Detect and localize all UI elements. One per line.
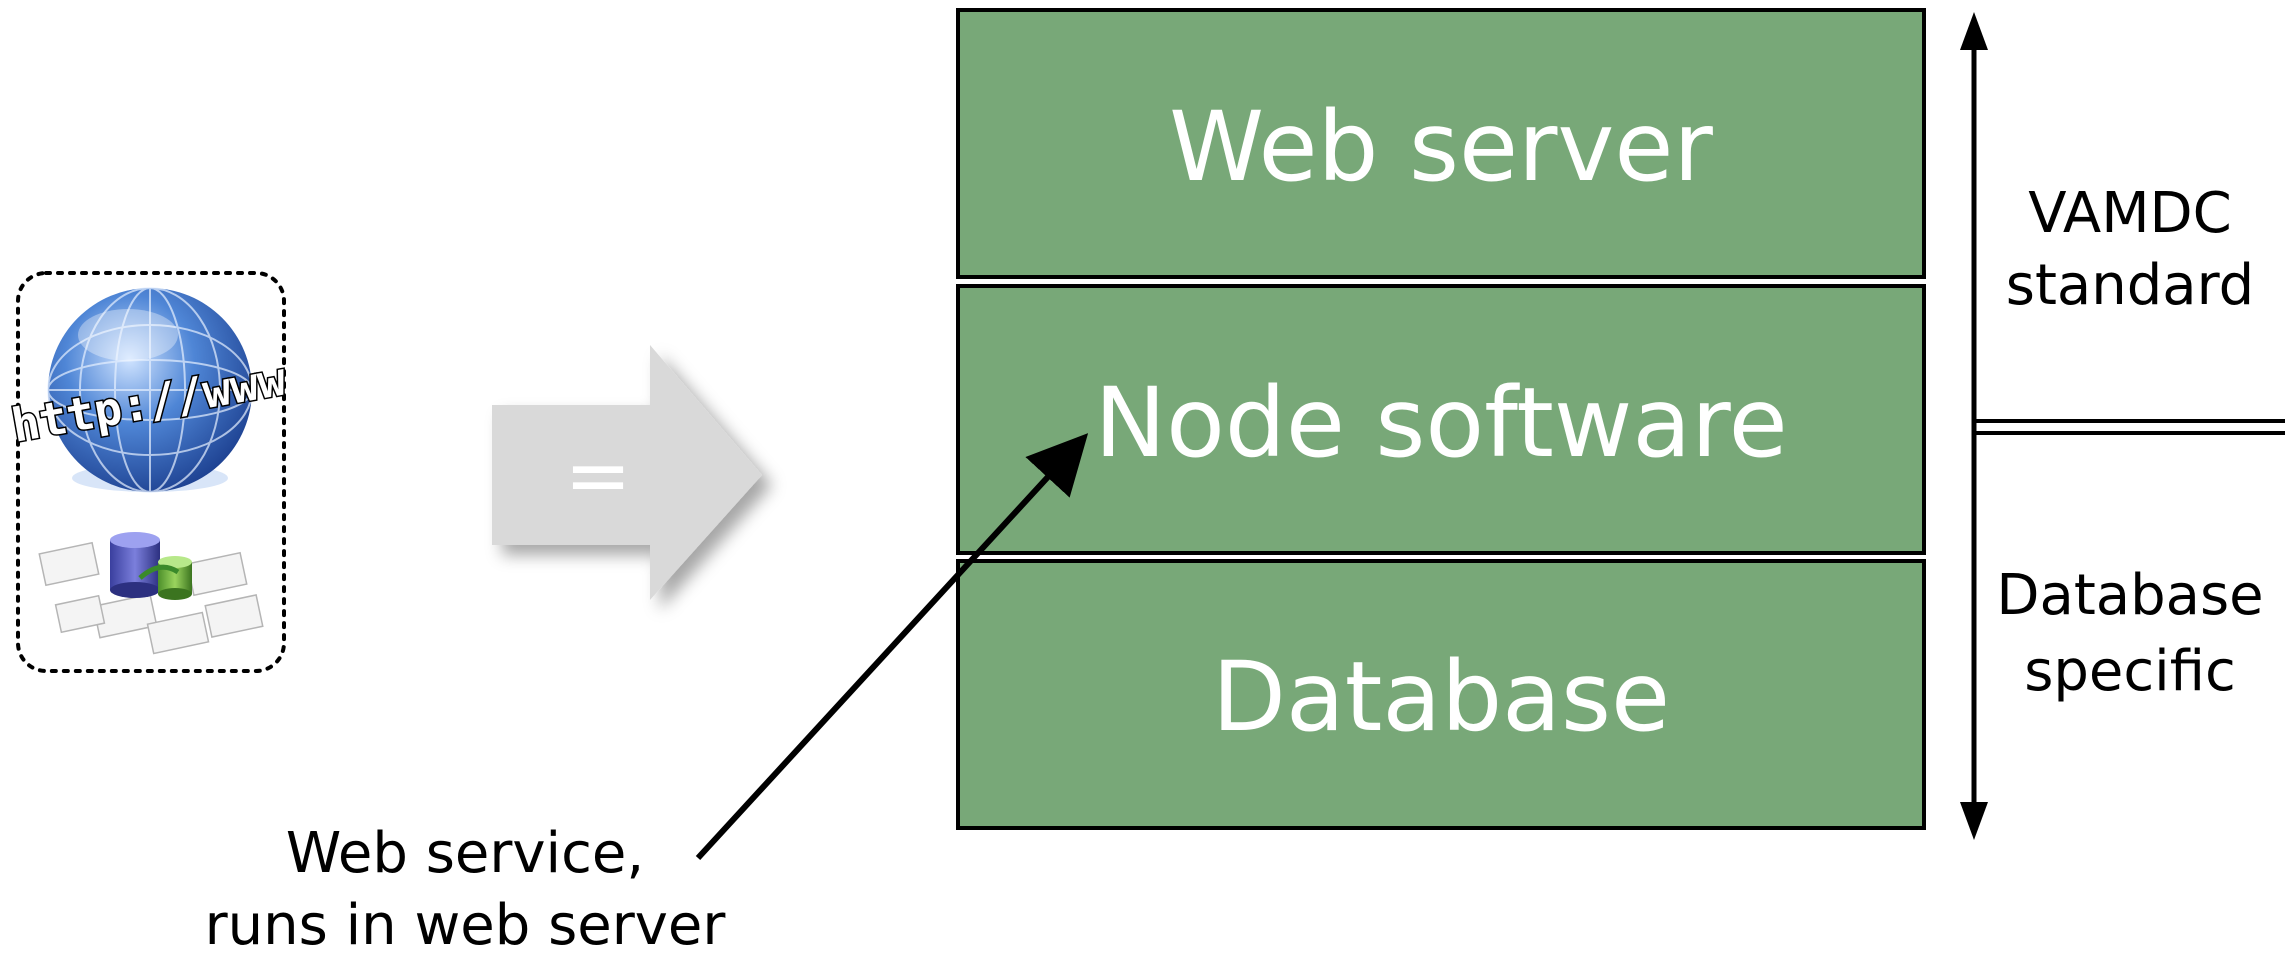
layer-node-software-box [956,284,1926,555]
side-label-upper-line2: standard [2006,253,2254,318]
equals-symbol: = [564,429,631,522]
scope-axis: VAMDC standard Database specific [1960,12,2285,840]
web-service-icon-group: http://www [6,271,291,673]
database-cylinder-green [158,556,192,600]
layer-node-software-label: Node software [1094,367,1787,479]
axis-arrow-up [1960,12,1988,50]
layer-web-server-label: Web server [1169,91,1713,203]
layer-stack: Web server Node software Database [956,8,1926,830]
callout-line1: Web service, [286,821,644,886]
equals-arrow: = [492,345,762,600]
layer-database-box [956,559,1926,830]
web-service-callout: Web service, runs in web server [205,433,1089,953]
side-label-upper-line1: VAMDC [2028,181,2232,246]
callout-arrow [695,433,1089,861]
dotted-frame [16,271,286,673]
layer-web-server-box [956,8,1926,279]
database-icon [38,532,264,655]
layer-database-label: Database [1212,641,1670,753]
side-label-lower-line2: specific [2024,639,2236,704]
side-label-lower-line1: Database [1996,563,2263,628]
equals-arrow-shape [492,345,762,600]
axis-arrow-down [1960,802,1988,840]
database-cylinder-blue [110,532,160,598]
callout-line2: runs in web server [205,893,727,953]
globe-www-icon: http://www [6,287,291,493]
